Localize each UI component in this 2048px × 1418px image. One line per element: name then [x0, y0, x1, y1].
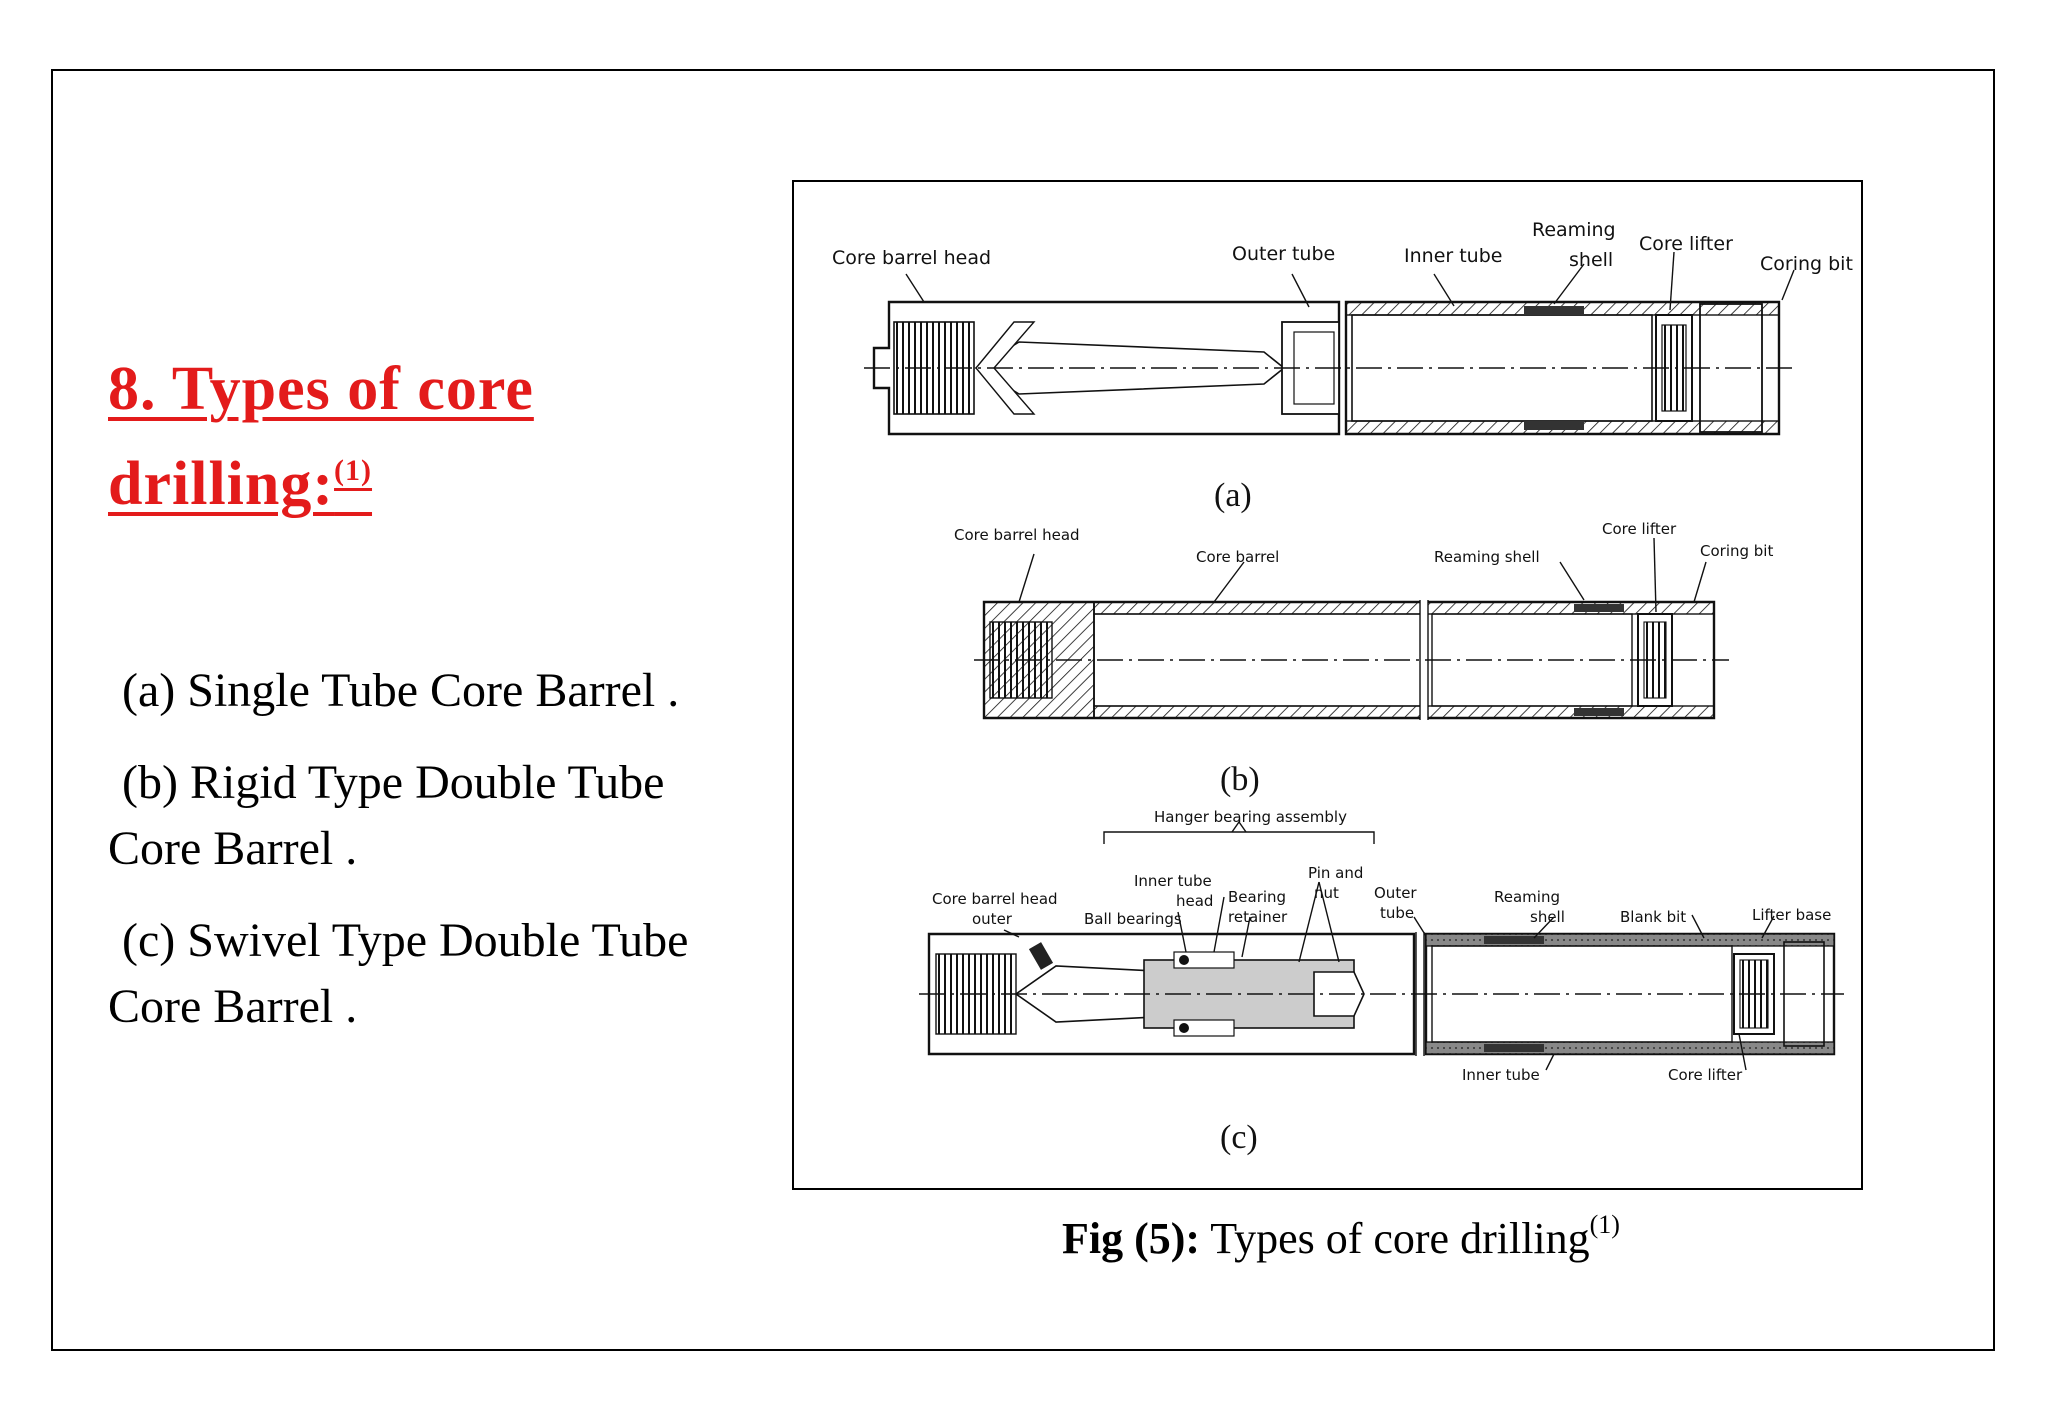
slide-title: 8. Types of core drilling:(1): [108, 348, 728, 525]
diagram-c: Hanger bearing assembly Inner tube head …: [919, 808, 1844, 1156]
diagram-b: Core barrel head Core barrel Reaming she…: [954, 520, 1773, 798]
label-blank-bit: Blank bit: [1620, 908, 1686, 926]
label-nut: nut: [1314, 884, 1339, 902]
caption-reference: (1): [1589, 1210, 1620, 1239]
label-ball-bearings: Ball bearings: [1084, 910, 1182, 928]
label-inner-tube: Inner tube: [1462, 1066, 1540, 1084]
label-bearing: Bearing: [1228, 888, 1286, 906]
sublabel-a: (a): [1214, 477, 1252, 514]
label-reaming: Reaming: [1532, 219, 1616, 241]
figure-frame: Core barrel head Outer tube Inner tube R…: [792, 180, 1863, 1190]
label-head: head: [1176, 892, 1213, 910]
label-core-barrel: Core barrel: [1196, 548, 1279, 566]
label-core-barrel-head-outer: Core barrel head: [932, 890, 1058, 908]
label-inner-tube: Inner tube: [1404, 245, 1502, 267]
list-item: (a) Single Tube Core Barrel .: [122, 664, 680, 717]
label-pin-and-nut: Pin and: [1308, 864, 1363, 882]
label-shell: shell: [1530, 908, 1565, 926]
label-tube: tube: [1380, 904, 1414, 922]
label-hanger-bearing-assembly: Hanger bearing assembly: [1154, 808, 1347, 826]
slide-frame: [51, 69, 1995, 1351]
label-core-barrel-head: Core barrel head: [954, 526, 1080, 544]
label-outer-tube: Outer: [1374, 884, 1417, 902]
label-inner-tube-head: Inner tube: [1134, 872, 1212, 890]
slide-title-reference: (1): [334, 454, 373, 487]
label-reaming-shell: Reaming shell: [1434, 548, 1540, 566]
sublabel-b: (b): [1220, 761, 1260, 798]
label-core-barrel-head: Core barrel head: [832, 247, 991, 269]
label-core-lifter: Core lifter: [1639, 233, 1733, 255]
label-core-lifter: Core lifter: [1668, 1066, 1743, 1084]
slide-title-text: 8. Types of core drilling:: [108, 355, 534, 518]
label-lifter-base: Lifter base: [1752, 906, 1831, 924]
label-outer: outer: [972, 910, 1013, 928]
label-outer-tube: Outer tube: [1232, 243, 1335, 265]
label-coring-bit: Coring bit: [1760, 253, 1853, 275]
label-reaming: Reaming: [1494, 888, 1560, 906]
list-item: (b) Rigid Type Double Tube Core Barrel .: [108, 756, 665, 875]
sublabel-c: (c): [1220, 1119, 1258, 1156]
types-list: (a) Single Tube Core Barrel . (b) Rigid …: [108, 658, 768, 1066]
figure-caption: Fig (5): Types of core drilling(1): [1062, 1210, 1620, 1264]
label-coring-bit: Coring bit: [1700, 542, 1773, 560]
diagram-a: Core barrel head Outer tube Inner tube R…: [832, 219, 1853, 514]
label-core-lifter: Core lifter: [1602, 520, 1677, 538]
label-shell: shell: [1569, 249, 1613, 271]
label-retainer: retainer: [1228, 908, 1288, 926]
caption-label: Fig (5):: [1062, 1214, 1201, 1263]
list-item: (c) Swivel Type Double Tube Core Barrel …: [108, 914, 689, 1033]
core-barrel-diagram: Core barrel head Outer tube Inner tube R…: [832, 219, 1853, 1156]
caption-text: Types of core drilling: [1200, 1214, 1590, 1263]
